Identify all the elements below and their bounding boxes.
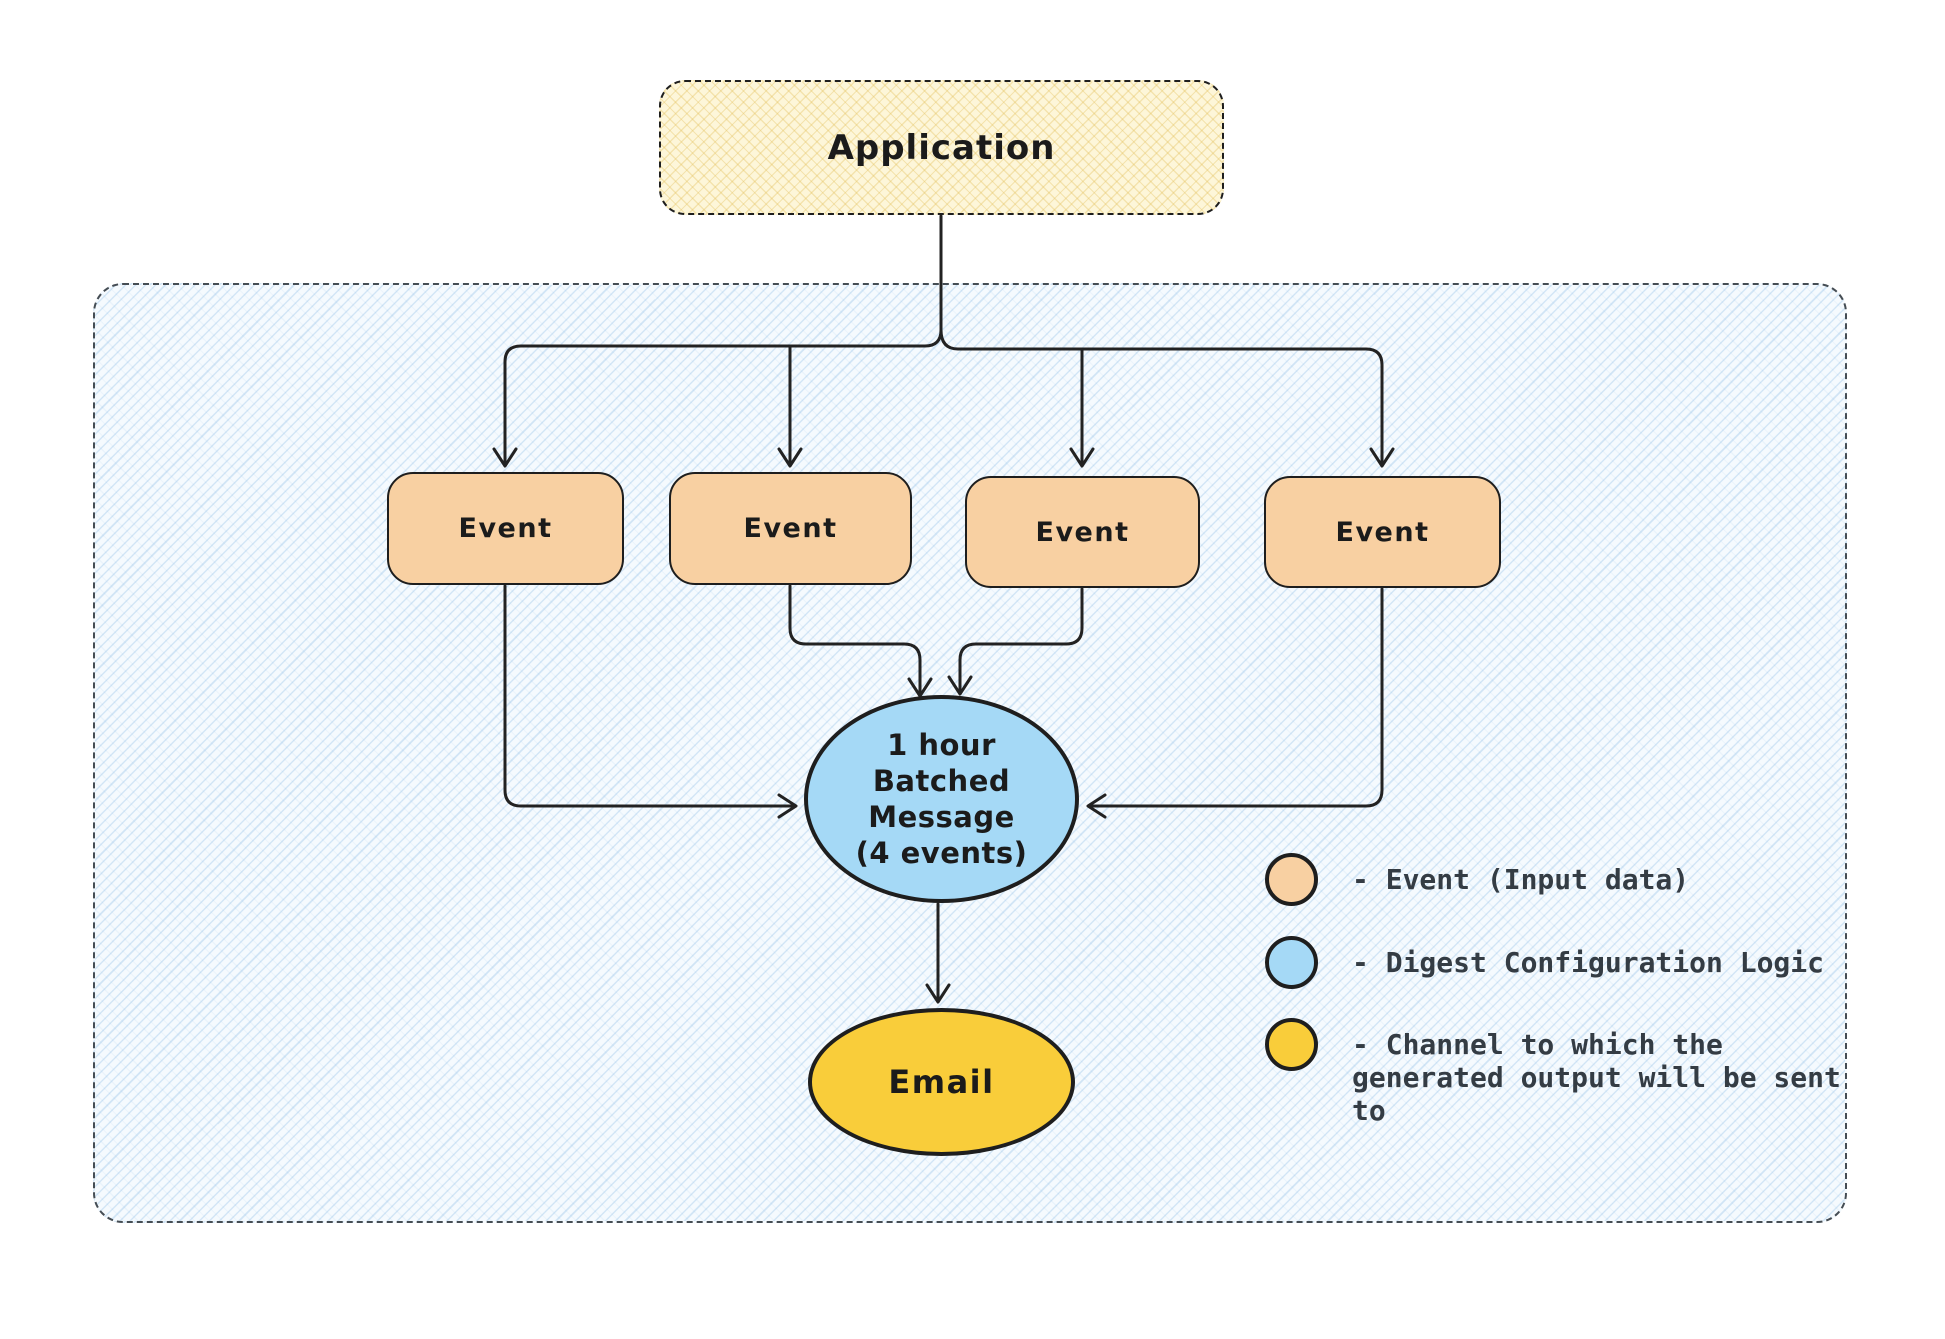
email-channel-node: Email <box>808 1008 1075 1156</box>
legend-item-digest: - Digest Configuration Logic <box>1265 936 1852 989</box>
legend-label-digest: - Digest Configuration Logic <box>1352 946 1825 979</box>
legend-label-channel: - Channel to which the generated output … <box>1352 1028 1841 1127</box>
application-node: Application <box>659 80 1224 215</box>
legend-item-channel: - Channel to which the generated output … <box>1265 1018 1852 1127</box>
event-node-2: Event <box>669 472 912 585</box>
legend-label-event: - Event (Input data) <box>1352 863 1690 896</box>
channel-color-swatch <box>1265 1018 1318 1071</box>
batched-message-node: 1 hour Batched Message (4 events) <box>804 695 1079 903</box>
event-node-3: Event <box>965 476 1200 588</box>
digest-color-swatch <box>1265 936 1318 989</box>
event-node-4: Event <box>1264 476 1501 588</box>
event-node-1: Event <box>387 472 624 585</box>
legend-item-event: - Event (Input data) <box>1265 853 1852 906</box>
event-color-swatch <box>1265 853 1318 906</box>
